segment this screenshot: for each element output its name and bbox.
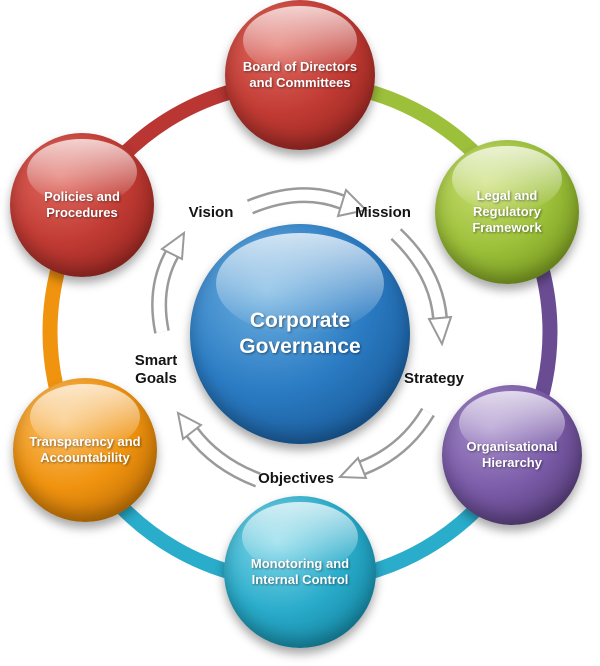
node-hierarchy-label: Organisational Hierarchy bbox=[466, 438, 558, 470]
cycle-label-smart-goals: Smart Goals bbox=[134, 352, 178, 387]
cycle-label-objectives: Objectives bbox=[258, 470, 334, 487]
cycle-arrow-right bbox=[390, 228, 453, 347]
node-policies-procedures: Policies and Procedures bbox=[10, 133, 154, 277]
node-monitoring-internal-control: Monotoring and Internal Control bbox=[224, 496, 376, 648]
cycle-arrow-top bbox=[246, 187, 369, 218]
node-board-of-directors: Board of Directors and Committees bbox=[225, 0, 375, 150]
node-policies-label: Policies and Procedures bbox=[44, 188, 120, 220]
center-node-corporate-governance: Corporate Governance bbox=[190, 224, 410, 444]
cycle-label-mission: Mission bbox=[355, 204, 411, 221]
center-node-label: Corporate Governance bbox=[239, 308, 361, 358]
cycle-arrow-bottom-left bbox=[176, 411, 261, 488]
node-legal-regulatory-framework: Legal and Regulatory Framework bbox=[435, 140, 579, 284]
cycle-label-vision: Vision bbox=[188, 204, 234, 221]
cycle-arrow-left bbox=[151, 230, 186, 334]
node-board-label: Board of Directors and Committees bbox=[242, 58, 358, 90]
node-organisational-hierarchy: Organisational Hierarchy bbox=[442, 385, 582, 525]
node-monitoring-label: Monotoring and Internal Control bbox=[250, 555, 350, 587]
node-transparency-accountability: Transparency and Accountability bbox=[13, 378, 157, 522]
cycle-label-strategy: Strategy bbox=[403, 370, 465, 387]
node-legal-label: Legal and Regulatory Framework bbox=[472, 187, 542, 236]
node-transparency-label: Transparency and Accountability bbox=[29, 433, 141, 465]
cycle-arrow-bottom-right bbox=[337, 407, 435, 480]
